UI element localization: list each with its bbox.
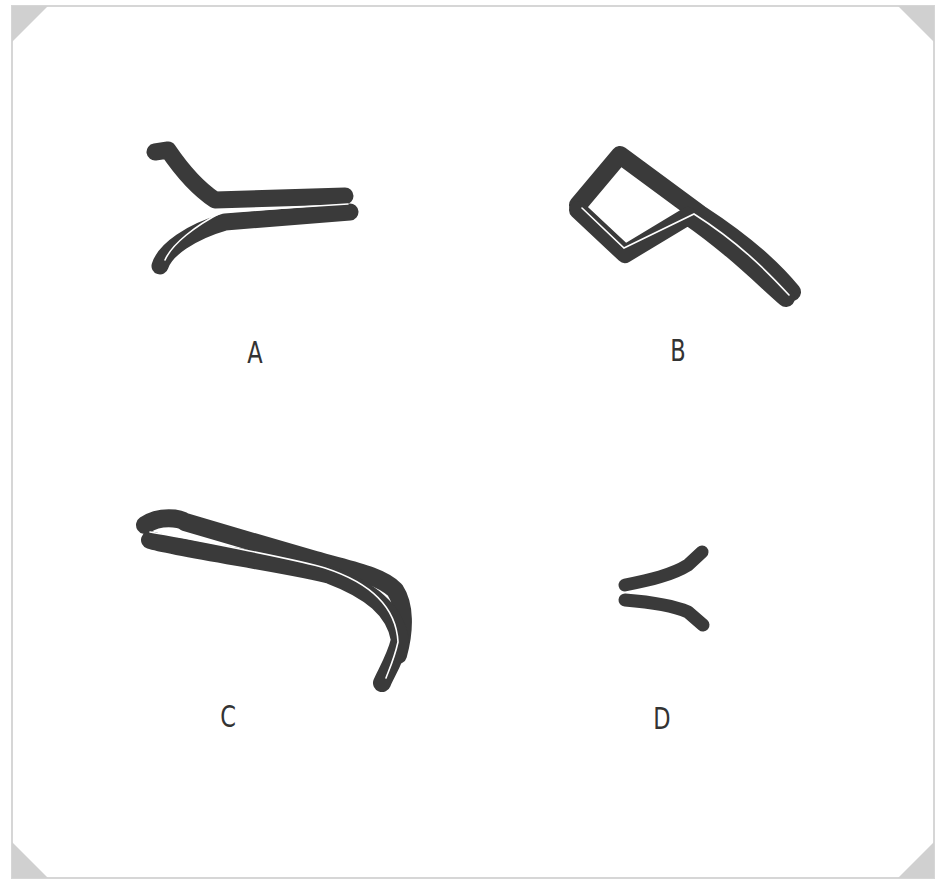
figure-letter: D: [653, 702, 670, 736]
figure-letter: B: [670, 334, 685, 368]
figure-letter: A: [247, 336, 262, 370]
figure-letter: C: [220, 700, 236, 734]
